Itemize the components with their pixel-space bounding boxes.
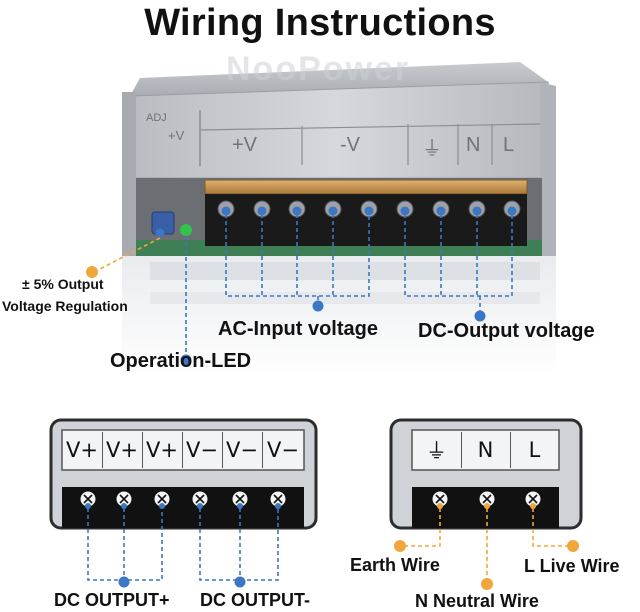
dc-label-v-plus-2: V+ <box>102 432 143 468</box>
page-title: Wiring Instructions <box>144 2 496 44</box>
ac-label-l: L <box>528 438 541 462</box>
adj-sign: +V <box>168 128 185 143</box>
dc-label-v-plus-1: V+ <box>62 432 103 468</box>
dc-terminal-label-row: V+ V+ V+ V− V− V− <box>62 432 304 468</box>
dc-label-v-minus-2: V− <box>222 432 263 468</box>
dc-label-v-minus-1: V− <box>182 432 223 468</box>
ac-terminal-label-row: ⏚ N L <box>412 432 559 468</box>
right-side <box>540 82 556 270</box>
lid-front <box>129 81 549 179</box>
lid-label-l: L <box>503 134 515 156</box>
dc-output-label: DC-Output voltage <box>418 320 595 342</box>
ac-ground-icon: ⏚ <box>412 432 462 468</box>
voltage-regulation-line1: ± 5% Output <box>22 276 104 292</box>
led-dot <box>180 224 192 236</box>
live-wire-label: L Live Wire <box>524 556 620 576</box>
lid-top <box>130 62 548 96</box>
lid-ground-icon: ⏚ <box>422 138 442 160</box>
earth-wire-label: Earth Wire <box>350 555 440 575</box>
operation-led-label: Operation-LED <box>110 350 252 372</box>
dc-output-minus-label: DC OUTPUT- <box>200 590 310 610</box>
voltage-regulation-line2: Voltage Regulation <box>2 298 128 314</box>
brand-watermark: NooPower <box>226 50 411 88</box>
ac-label-n: N <box>461 432 511 468</box>
lid-label-plus-v: +V <box>232 134 258 156</box>
lid-label-minus-v: -V <box>340 134 360 156</box>
ac-input-label: AC-Input voltage <box>218 318 378 340</box>
left-side <box>122 92 136 272</box>
terminal-cover <box>204 179 528 195</box>
dc-output-plus-label: DC OUTPUT+ <box>54 590 170 610</box>
adj-label: ADJ <box>146 112 167 124</box>
dc-label-v-minus-3: V− <box>267 438 299 462</box>
lid-label-n: N <box>466 134 481 156</box>
neutral-wire-label: N Neutral Wire <box>415 591 539 611</box>
dc-label-v-plus-3: V+ <box>142 432 183 468</box>
